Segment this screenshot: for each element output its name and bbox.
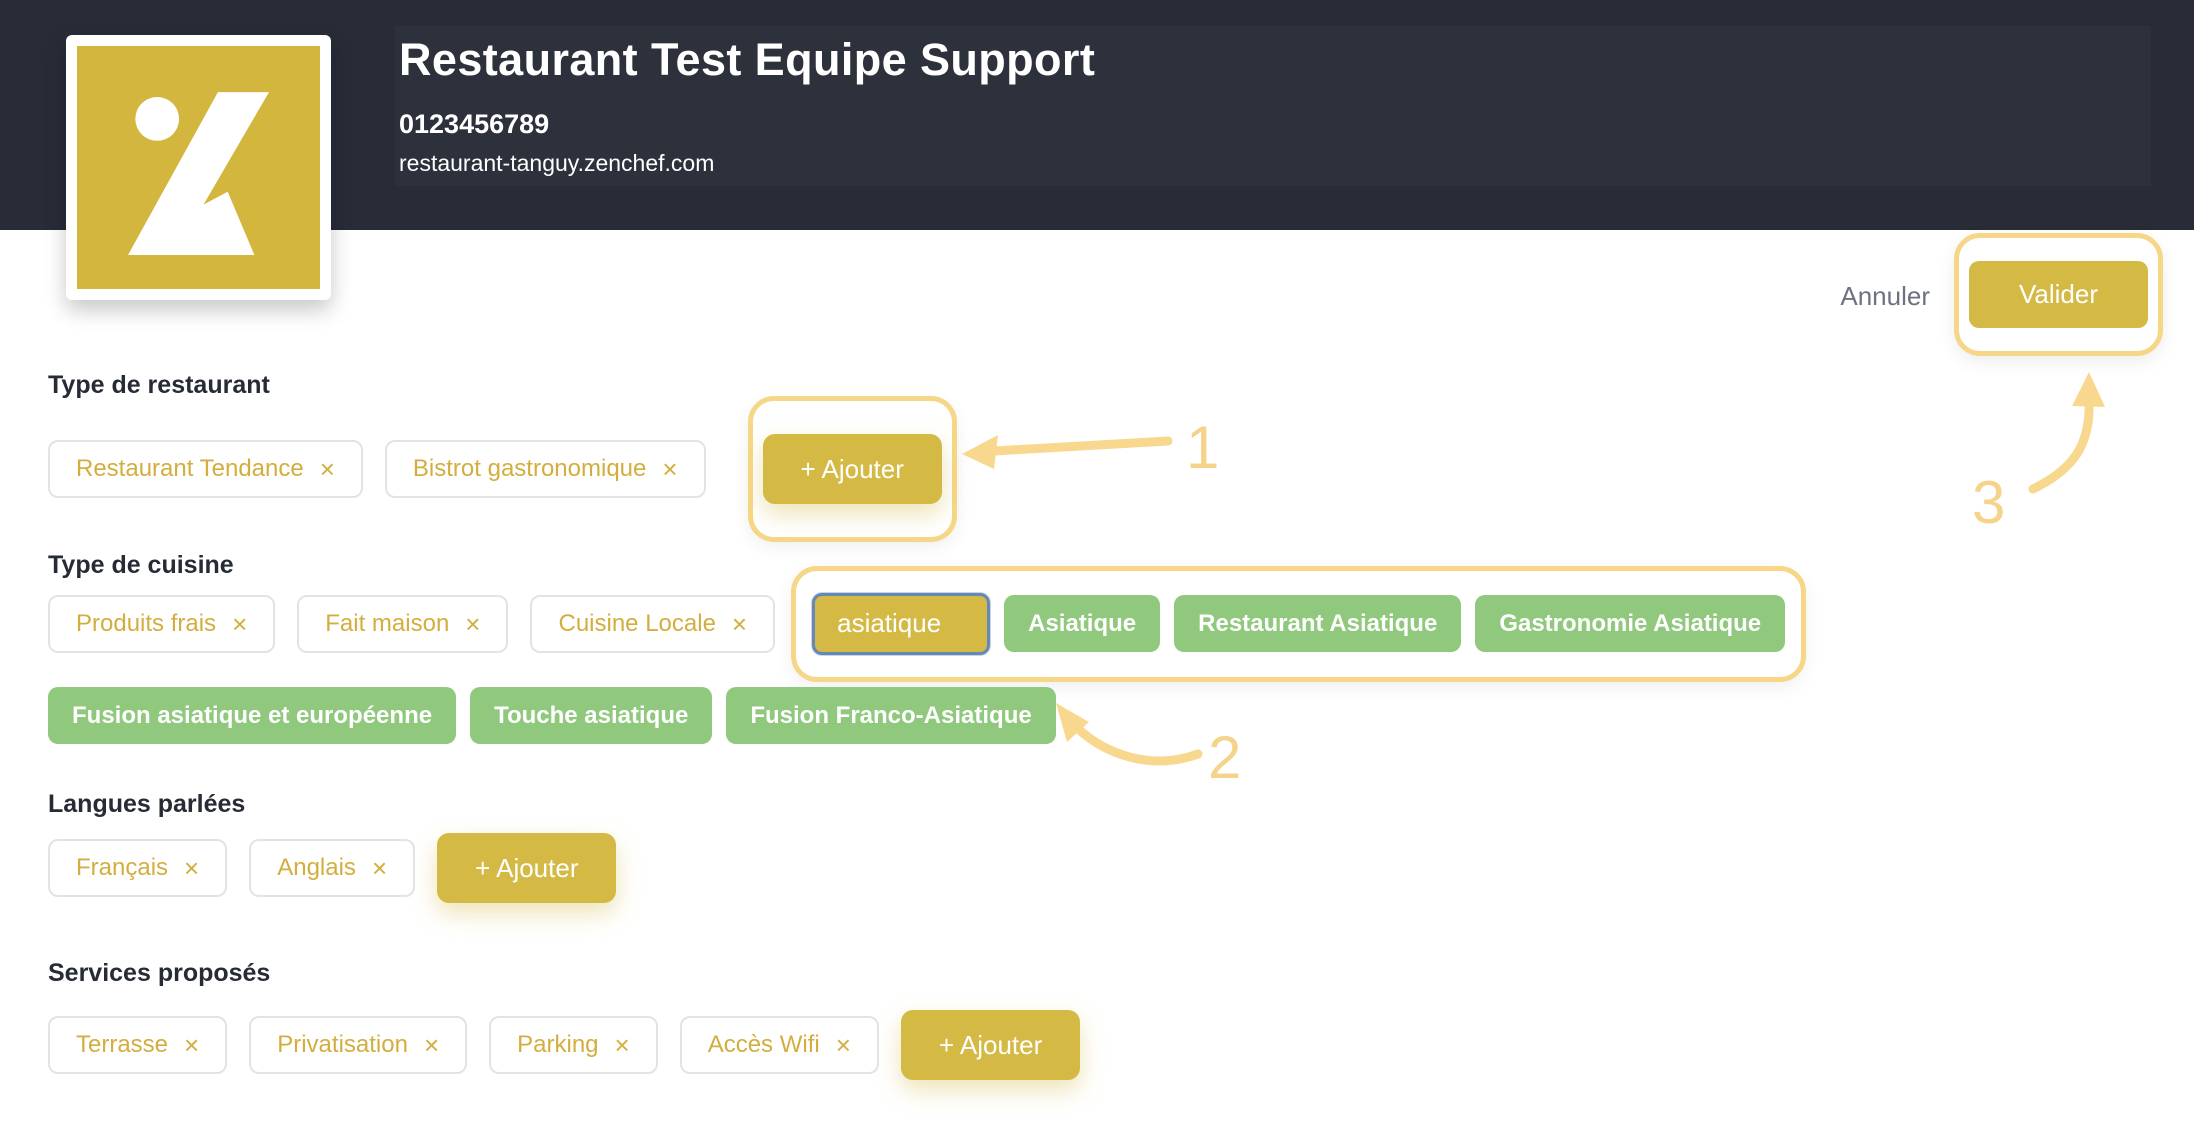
remove-tag-icon[interactable]: × xyxy=(184,1030,200,1060)
app-header: Restaurant Test Equipe Support 012345678… xyxy=(0,0,2194,230)
suggestion-chip-touche-asiatique[interactable]: Touche asiatique xyxy=(470,687,713,744)
submit-button[interactable]: Valider xyxy=(1969,261,2148,328)
tag-label: Terrasse xyxy=(76,1031,169,1058)
tag-parking[interactable]: Parking × xyxy=(489,1016,658,1074)
suggestion-chip-fusion-asiatique-europeenne[interactable]: Fusion asiatique et européenne xyxy=(48,687,457,744)
remove-tag-icon[interactable]: × xyxy=(614,1030,630,1060)
tag-label: Bistrot gastronomique xyxy=(412,455,647,482)
add-service-button[interactable]: + Ajouter xyxy=(900,1010,1081,1080)
suggestion-chip-asiatique[interactable]: Asiatique xyxy=(1004,595,1161,652)
remove-tag-icon[interactable]: × xyxy=(662,454,678,484)
remove-tag-icon[interactable]: × xyxy=(371,853,388,883)
tag-label: Restaurant Tendance xyxy=(76,455,304,482)
tag-fait-maison[interactable]: Fait maison × xyxy=(297,594,509,653)
restaurant-url: restaurant-tanguy.zenchef.com xyxy=(399,150,715,176)
remove-tag-icon[interactable]: × xyxy=(731,608,748,639)
section-title-languages: Langues parlées xyxy=(48,790,246,818)
annotation-box-step2: Asiatique Restaurant Asiatique Gastronom… xyxy=(791,565,1807,682)
tag-label: Cuisine Locale xyxy=(558,609,716,637)
annotation-box-step1: + Ajouter xyxy=(747,396,957,542)
tag-label: Parking xyxy=(517,1031,599,1058)
tag-terrasse[interactable]: Terrasse × xyxy=(48,1016,228,1074)
tag-francais[interactable]: Français × xyxy=(48,839,228,897)
section-title-cuisine-type: Type de cuisine xyxy=(48,551,234,579)
section-title-services: Services proposés xyxy=(48,959,271,987)
cuisine-type-row: Produits frais × Fait maison × Cuisine L… xyxy=(48,565,2146,682)
cancel-button[interactable]: Annuler xyxy=(1840,281,1930,311)
tag-acces-wifi[interactable]: Accès Wifi × xyxy=(679,1016,879,1074)
tag-bistrot-gastronomique[interactable]: Bistrot gastronomique × xyxy=(384,440,706,498)
zenchef-z-icon xyxy=(77,46,320,289)
tag-privatisation[interactable]: Privatisation × xyxy=(249,1016,468,1074)
tag-label: Accès Wifi xyxy=(707,1031,820,1058)
restaurant-phone: 0123456789 xyxy=(399,109,550,139)
remove-tag-icon[interactable]: × xyxy=(232,608,248,639)
suggestion-chip-gastronomie-asiatique[interactable]: Gastronomie Asiatique xyxy=(1475,595,1786,652)
tag-label: Privatisation xyxy=(277,1031,408,1058)
tag-produits-frais[interactable]: Produits frais × xyxy=(48,594,276,653)
suggestion-chip-fusion-franco-asiatique[interactable]: Fusion Franco-Asiatique xyxy=(726,687,1056,744)
remove-tag-icon[interactable]: × xyxy=(423,1030,440,1060)
cuisine-search-input[interactable] xyxy=(812,592,991,655)
tag-label: Fait maison xyxy=(325,609,450,637)
add-restaurant-type-button[interactable]: + Ajouter xyxy=(762,434,942,504)
add-language-button[interactable]: + Ajouter xyxy=(437,833,617,903)
languages-row: Français × Anglais × + Ajouter xyxy=(48,833,2146,903)
restaurant-logo xyxy=(66,35,331,300)
remove-tag-icon[interactable]: × xyxy=(184,853,200,883)
section-title-restaurant-type: Type de restaurant xyxy=(48,371,270,399)
tag-anglais[interactable]: Anglais × xyxy=(249,839,416,897)
page-title: Restaurant Test Equipe Support xyxy=(399,34,1096,85)
cuisine-suggestions-row2: Fusion asiatique et européenne Touche as… xyxy=(48,687,2146,744)
tag-label: Anglais xyxy=(277,854,356,881)
remove-tag-icon[interactable]: × xyxy=(465,608,481,639)
services-row: Terrasse × Privatisation × Parking × Acc… xyxy=(48,1010,2146,1080)
suggestion-chip-restaurant-asiatique[interactable]: Restaurant Asiatique xyxy=(1174,595,1462,652)
tag-cuisine-locale[interactable]: Cuisine Locale × xyxy=(530,594,776,653)
annotation-box-valider: Valider xyxy=(1954,233,2163,356)
remove-tag-icon[interactable]: × xyxy=(319,454,335,484)
tag-label: Français xyxy=(76,854,169,881)
remove-tag-icon[interactable]: × xyxy=(835,1030,851,1060)
tag-restaurant-tendance[interactable]: Restaurant Tendance × xyxy=(48,440,363,498)
settings-form: Type de restaurant Restaurant Tendance ×… xyxy=(0,230,2194,1080)
restaurant-info: Restaurant Test Equipe Support 012345678… xyxy=(399,34,1095,176)
restaurant-type-row: Restaurant Tendance × Bistrot gastronomi… xyxy=(48,394,2146,544)
tag-label: Produits frais xyxy=(76,609,217,637)
